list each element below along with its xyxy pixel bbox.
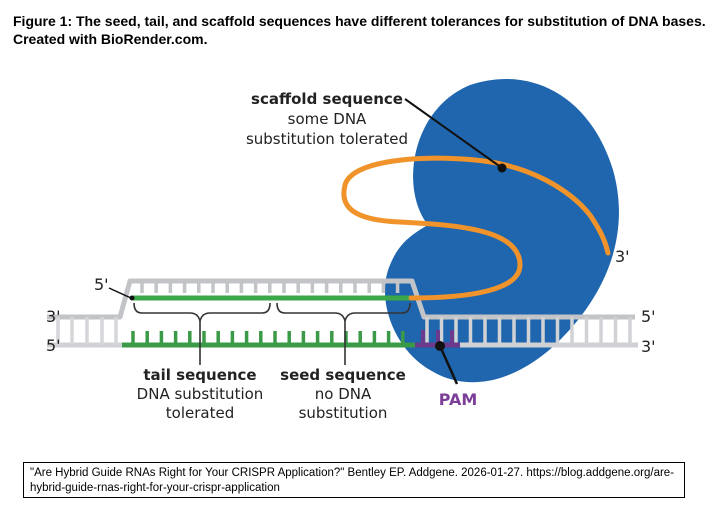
seed-label-line1: no DNA bbox=[315, 385, 372, 403]
top-left-end-label: 3' bbox=[46, 307, 61, 326]
pam-label: PAM bbox=[439, 390, 478, 409]
tail-label-line2: tolerated bbox=[166, 404, 234, 422]
scaffold-rna bbox=[341, 155, 611, 301]
tail-brace bbox=[133, 302, 271, 365]
scaffold-pointer bbox=[404, 98, 507, 173]
tail-label-title: tail sequence bbox=[143, 366, 256, 384]
figure-caption: Figure 1: The seed, tail, and scaffold s… bbox=[13, 13, 706, 47]
pam-pointer bbox=[435, 341, 459, 385]
guide-rna-spacer-bottom bbox=[122, 331, 415, 348]
guide-5prime-label: 5' bbox=[94, 275, 109, 294]
dna-base-pairs bbox=[425, 317, 632, 345]
bottom-right-end-label: 3' bbox=[641, 337, 656, 356]
scaffold-label-title: scaffold sequence bbox=[251, 90, 403, 108]
scaffold-label-line2: substitution tolerated bbox=[246, 130, 408, 148]
seed-label-line2: substitution bbox=[299, 404, 388, 422]
seed-label-title: seed sequence bbox=[280, 366, 406, 384]
seed-brace bbox=[276, 302, 411, 365]
scaffold-label-line1: some DNA bbox=[288, 110, 367, 128]
dna-top-strand bbox=[47, 278, 635, 320]
cas9-protein bbox=[384, 78, 619, 383]
scaffold-3prime-label: 3' bbox=[615, 247, 630, 266]
guide-5prime-pointer bbox=[108, 287, 135, 301]
citation-box: "Are Hybrid Guide RNAs Right for Your CR… bbox=[23, 462, 685, 498]
bottom-left-end-label: 5' bbox=[46, 336, 61, 355]
top-right-end-label: 5' bbox=[641, 307, 656, 326]
dna-base-pairs-left bbox=[56, 317, 118, 345]
tail-label-line1: DNA substitution bbox=[137, 385, 264, 403]
